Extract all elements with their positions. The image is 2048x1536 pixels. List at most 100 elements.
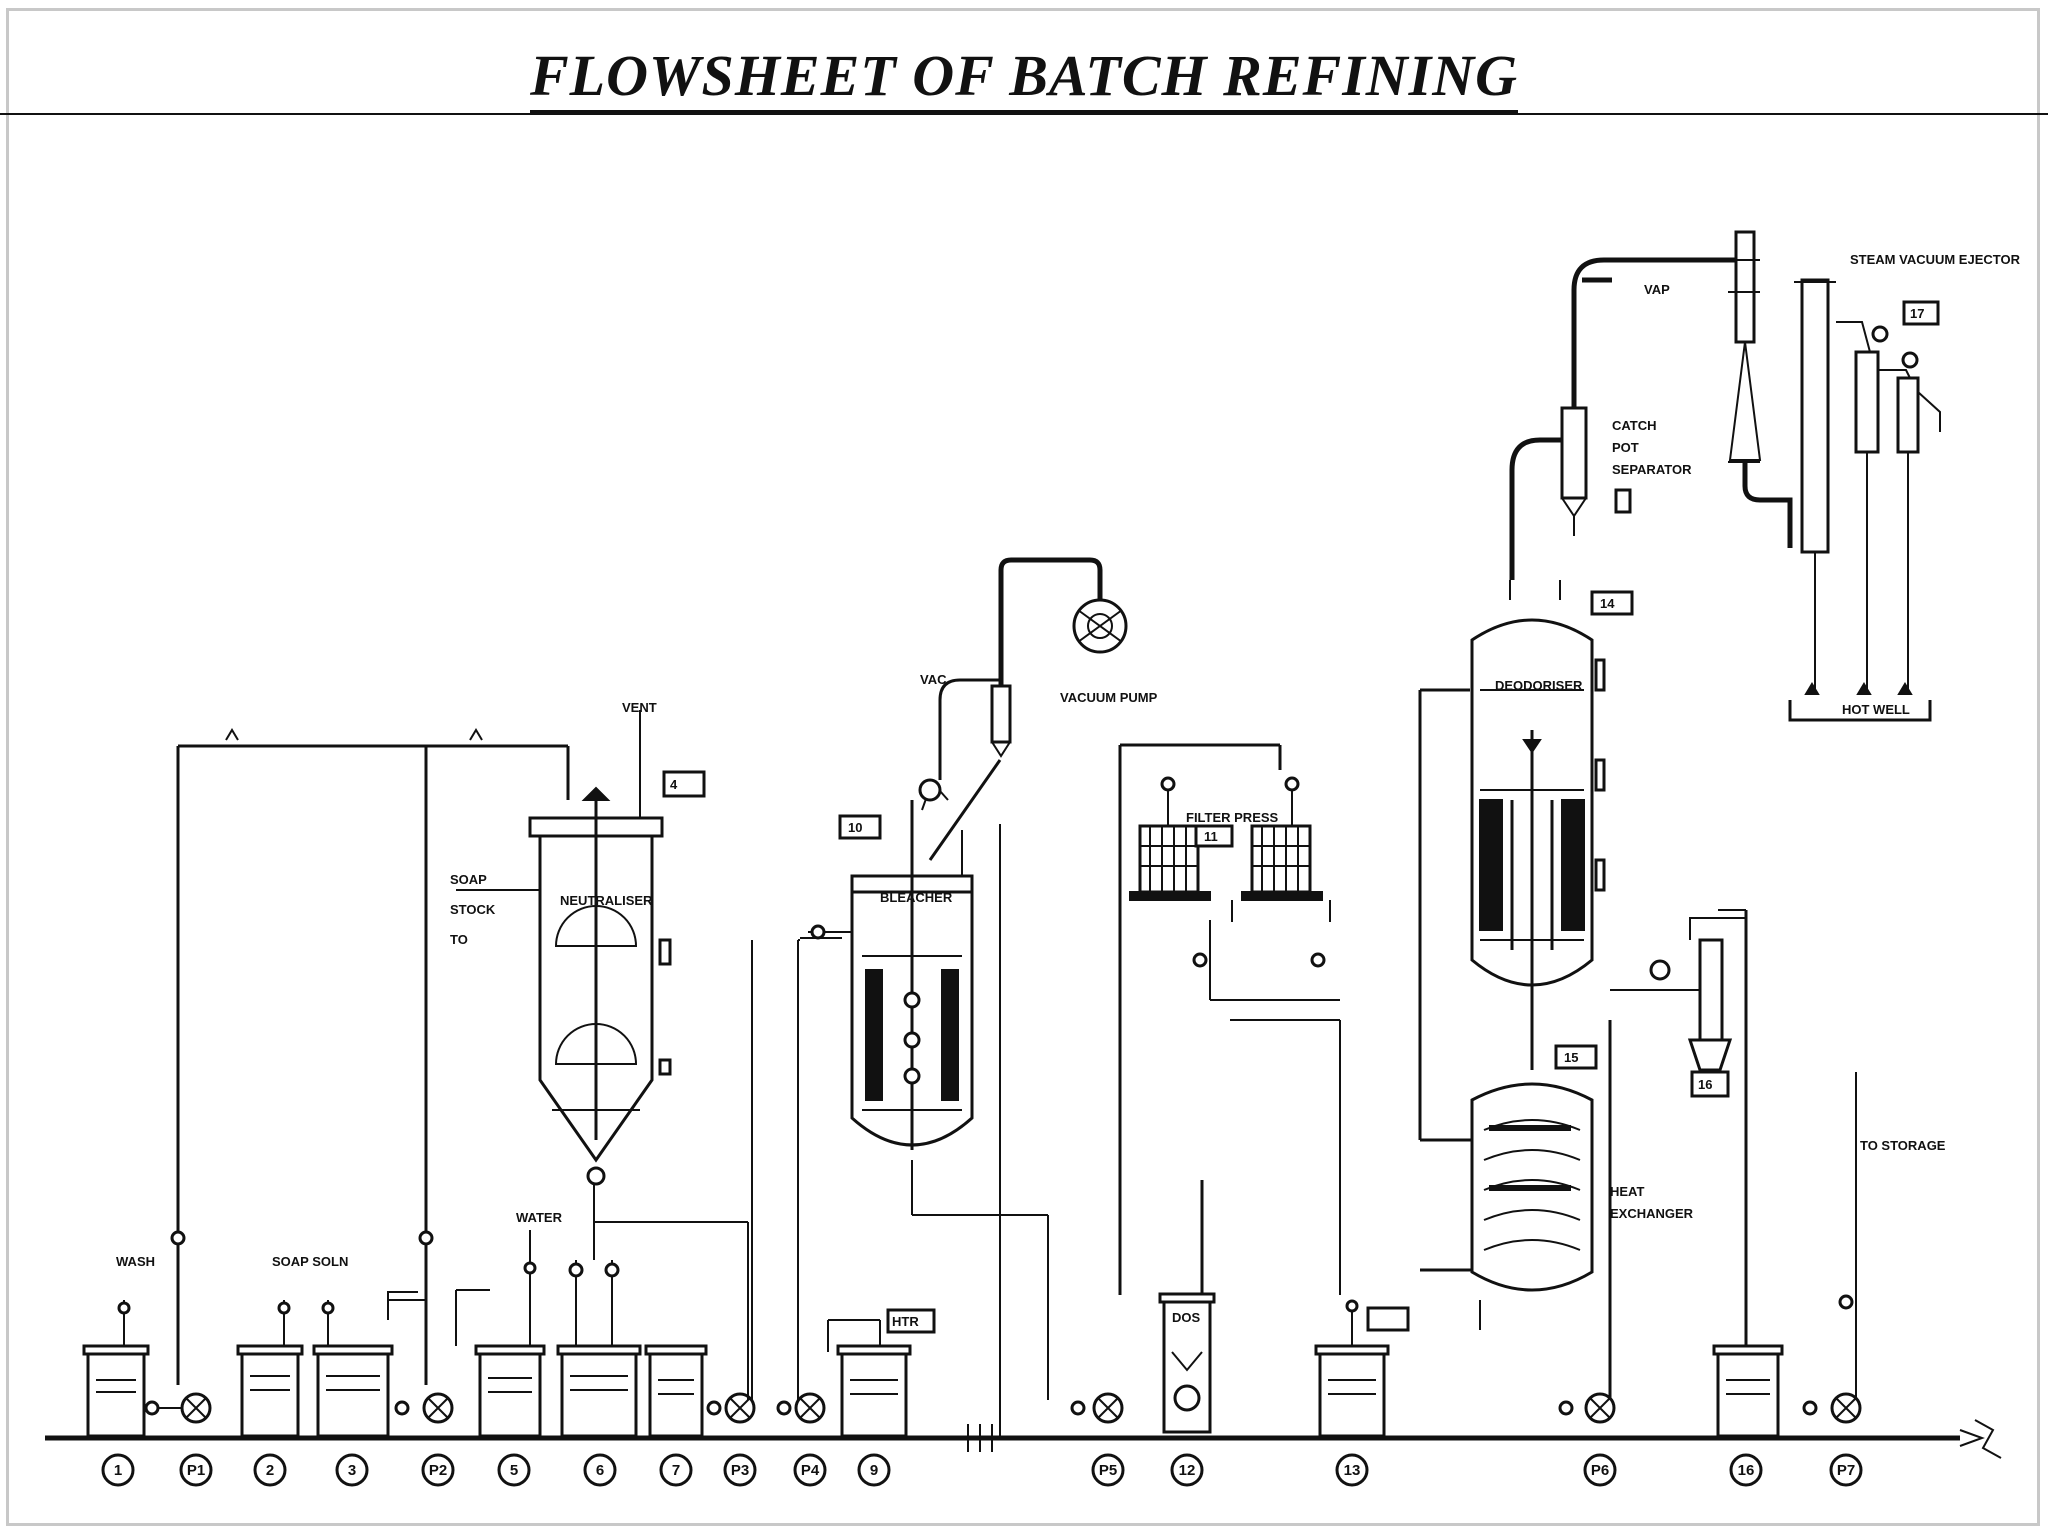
vacuum-system: VACUUM PUMP VAC [920,557,1158,780]
tank-9: HTR [827,1308,936,1438]
svg-text:WATER: WATER [516,1210,563,1225]
station-number: P7 [1837,1462,1855,1479]
station-number-circle [253,1453,287,1487]
pump-p7 [1802,1072,1862,1424]
svg-text:14: 14 [1600,596,1615,611]
station-number-circle [857,1453,891,1487]
station-number-circle [583,1453,617,1487]
bleacher-vessel: BLEACHER 10 [808,759,1002,1150]
station-number: P4 [801,1462,820,1479]
station-number-circle [335,1453,369,1487]
tank-2: SOAP SOLN [236,1254,348,1438]
main-header-line [45,1419,2002,1459]
tank-5: WATER [474,1210,563,1438]
svg-text:HTR: HTR [892,1314,919,1329]
filter-presses: FILTER PRESS 11 [1129,776,1323,901]
station-number-circle [659,1453,693,1487]
connecting-piping [170,688,1746,1452]
station-number: 12 [1179,1462,1196,1479]
tank-16 [1712,910,1784,1438]
svg-text:POT: POT [1612,440,1639,455]
barometric-condenser: HOT WELL STEAM VACUUM EJECTOR 17 [1788,252,2021,722]
deodoriser-vessel: DEODORISER 14 [1470,580,1634,1010]
station-number: 2 [266,1462,274,1479]
svg-text:BLEACHER: BLEACHER [880,890,953,905]
svg-text:CATCH: CATCH [1612,418,1657,433]
station-number: 13 [1344,1462,1361,1479]
svg-text:10: 10 [848,820,862,835]
station-number: 7 [672,1462,680,1479]
station-number-circle [101,1453,135,1487]
filter-press-a [1129,776,1211,901]
tank-6 [556,1260,642,1438]
svg-text:NEUTRALISER: NEUTRALISER [560,893,653,908]
station-number: 5 [510,1462,518,1479]
polishing-filter: 16 TO STORAGE [1632,917,1946,1153]
svg-text:STEAM VACUUM EJECTOR: STEAM VACUUM EJECTOR [1850,252,2021,267]
pump-p1 [144,1392,212,1424]
tank-13 [1314,1299,1410,1438]
top-header-line [176,728,570,1385]
svg-text:SEPARATOR: SEPARATOR [1612,462,1692,477]
svg-text:15: 15 [1564,1050,1578,1065]
svg-text:VAP: VAP [1644,282,1670,297]
station-number: 6 [596,1462,604,1479]
tank-row: WASH SOAP SOLN [82,745,1784,1438]
svg-text:FILTER PRESS: FILTER PRESS [1186,810,1279,825]
pump-p5 [1070,1392,1124,1424]
tank-3 [312,1300,394,1438]
pumps [144,939,1862,1424]
station-number: P2 [429,1462,447,1479]
svg-text:DOS: DOS [1172,1310,1201,1325]
station-number-circle [1091,1453,1125,1487]
station-number: P3 [731,1462,749,1479]
svg-text:VENT: VENT [622,700,657,715]
pump-p3 [706,940,756,1424]
svg-text:11: 11 [1204,829,1218,844]
tank-1: WASH [82,1254,155,1438]
pump-p4 [776,939,826,1424]
pump-p6 [1558,1300,1616,1424]
station-number-circle [1170,1453,1204,1487]
svg-text:16: 16 [1698,1077,1712,1092]
svg-text:TO: TO [450,932,468,947]
svg-text:VAC: VAC [920,672,947,687]
station-number: P6 [1591,1462,1609,1479]
station-number: P1 [187,1462,205,1479]
svg-text:SOAP SOLN: SOAP SOLN [272,1254,348,1269]
svg-text:17: 17 [1910,306,1924,321]
station-number: 9 [870,1462,878,1479]
station-number-circle [1583,1453,1617,1487]
tank-7 [644,1344,708,1438]
vapour-system: CATCH POT SEPARATOR VAP [1509,230,1793,580]
station-number-circle [179,1453,213,1487]
station-numbers: 1 P1 2 3 P2 5 6 7 P3 P4 9 P5 12 13 P6 16… [101,1453,1863,1487]
station-number-circle [723,1453,757,1487]
station-number: 16 [1738,1462,1755,1479]
pump-p2 [394,1392,454,1424]
station-number: 3 [348,1462,356,1479]
svg-text:EXCHANGER: EXCHANGER [1610,1206,1694,1221]
svg-text:TO STORAGE: TO STORAGE [1860,1138,1946,1153]
neutraliser-vessel: NEUTRALISER SOAP STOCK TO VENT 4 [450,700,706,1186]
svg-text:STOCK: STOCK [450,902,496,917]
heat-exchanger: 15 HEAT EXCHANGER [1470,1010,1694,1330]
station-number: 1 [114,1462,122,1479]
svg-text:WASH: WASH [116,1254,155,1269]
svg-text:HOT WELL: HOT WELL [1842,702,1910,717]
svg-text:VACUUM PUMP: VACUUM PUMP [1060,690,1158,705]
svg-text:DEODORISER: DEODORISER [1495,678,1583,693]
station-number-circle [497,1453,531,1487]
diagram-title: FLOWSHEET OF BATCH REFINING [0,42,2048,115]
svg-text:HEAT: HEAT [1610,1184,1644,1199]
dosing-vessel-12: DOS [1118,745,1216,1434]
station-number-circle [421,1453,455,1487]
filter-press-b [1241,776,1323,901]
diagram-title-text: FLOWSHEET OF BATCH REFINING [0,43,2048,115]
svg-text:4: 4 [670,777,678,792]
station-number-circle [1335,1453,1369,1487]
station-number-circle [1729,1453,1763,1487]
svg-text:SOAP: SOAP [450,872,487,887]
